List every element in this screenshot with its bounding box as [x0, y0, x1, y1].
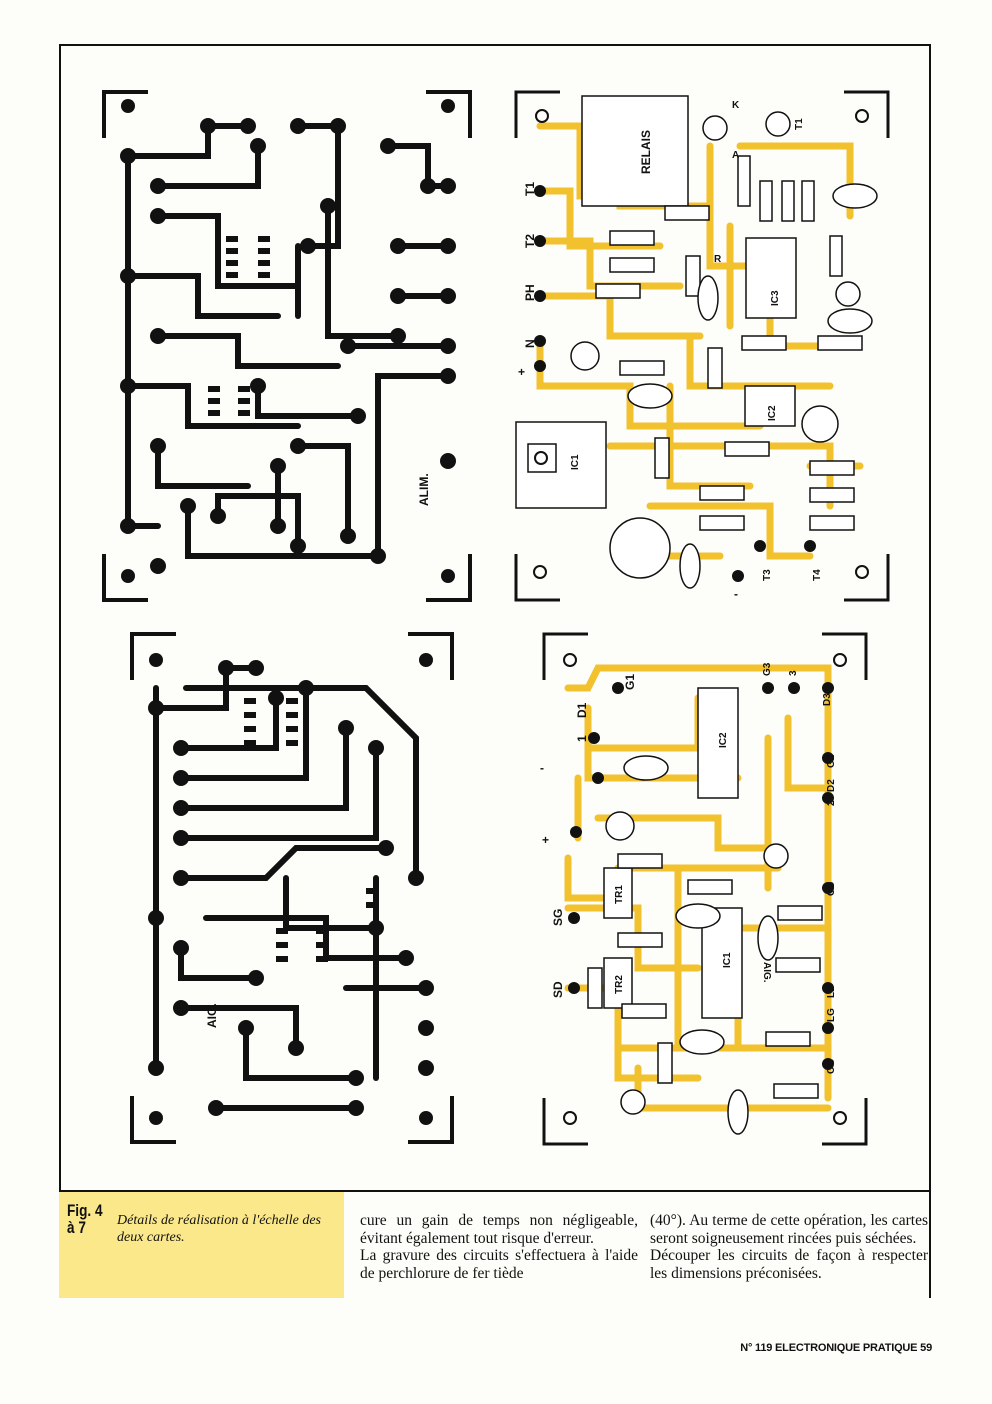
term-lg: LG — [826, 1008, 837, 1022]
terminal-t2: T2 — [523, 234, 537, 248]
aig-tr1-label: TR1 — [614, 885, 625, 904]
terminal-t1: T1 — [523, 182, 537, 196]
term-plus: + — [542, 833, 549, 847]
pin-r: R — [714, 254, 722, 265]
pin-a: A — [732, 150, 739, 161]
aig-ic2-label: IC2 — [718, 732, 729, 748]
terminal-minus: - — [734, 587, 738, 601]
alim-label: ALIM. — [417, 473, 431, 506]
transistor-t1: T1 — [794, 118, 805, 130]
term-cd: CD — [826, 882, 837, 896]
term-g2: G2 — [826, 754, 837, 768]
terminal-ph: PH — [523, 284, 537, 301]
terminal-plus: + — [518, 365, 525, 379]
figure-caption-box: Fig. 4 à 7 Détails de réalisation à l'éc… — [59, 1192, 344, 1298]
text-column-1: cure un gain de temps non négligeable, é… — [360, 1212, 638, 1282]
terminal-n: N — [523, 339, 537, 348]
figure-caption: Détails de réalisation à l'échelle des d… — [117, 1213, 322, 1245]
alim-ic1-label: IC1 — [570, 454, 581, 470]
term-d3: D3 — [822, 693, 833, 706]
term-1: 1 — [575, 735, 589, 742]
alim-component-board: RELAIS IC1 IC3 IC2 T1 T2 PH N + - T3 T4 … — [510, 86, 894, 606]
term-d1: D1 — [575, 702, 589, 718]
term-sd: SD — [551, 981, 565, 998]
term-2: 2 — [826, 800, 837, 806]
aig-component-board: IC2 IC1 TR1 TR2 G1 D1 1 - + SG SD G3 3 D… — [538, 628, 872, 1150]
alim-relay-label: RELAIS — [639, 130, 653, 174]
pin-k: K — [732, 100, 740, 111]
term-ld: LD — [826, 985, 837, 998]
terminal-t3: T3 — [762, 569, 773, 581]
aig-label: AIG. — [205, 1003, 219, 1028]
aig-ic1-label: IC1 — [722, 952, 733, 968]
alim-ic2-label: IC2 — [767, 405, 778, 421]
terminal-t4: T4 — [812, 569, 823, 581]
figure-area — [59, 46, 931, 1192]
text-column-2: (40°). Au terme de cette opération, les … — [650, 1212, 928, 1282]
alim-copper-board: ALIM. — [98, 86, 476, 606]
aig-tr2-label: TR2 — [614, 975, 625, 994]
term-cg: CG — [826, 1059, 837, 1074]
page-footer: N° 119 ELECTRONIQUE PRATIQUE 59 — [740, 1342, 932, 1354]
figure-tag-line2: à 7 — [67, 1218, 86, 1237]
figure-tag: Fig. 4 à 7 — [67, 1202, 107, 1236]
term-3: 3 — [788, 670, 799, 676]
figure-tag-line1: Fig. 4 — [67, 1201, 103, 1220]
alim-ic3-label: IC3 — [770, 290, 781, 306]
paragraph: (40°). Au terme de cette opération, les … — [650, 1212, 928, 1247]
aig-silk-label: AIG. — [761, 962, 772, 983]
term-g1: G1 — [623, 674, 637, 690]
term-g3: G3 — [762, 662, 773, 676]
paragraph: cure un gain de temps non négligeable, é… — [360, 1212, 638, 1247]
term-d2: D2 — [826, 779, 837, 792]
paragraph: La gravure des circuits s'effectuera à l… — [360, 1247, 638, 1282]
aig-copper-board: AIG. — [126, 628, 458, 1148]
term-sg: SG — [551, 909, 565, 926]
paragraph: Découper les circuits de façon à respect… — [650, 1247, 928, 1282]
page-frame — [59, 44, 931, 1298]
term-minus: - — [540, 761, 544, 775]
